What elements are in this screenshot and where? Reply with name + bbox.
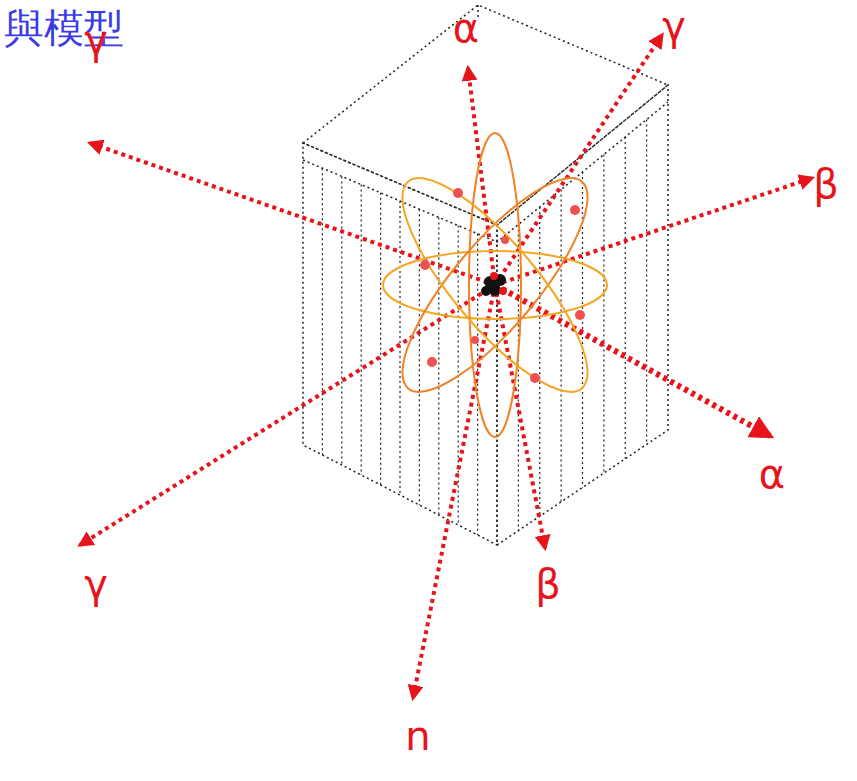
radiation-label: β bbox=[535, 564, 561, 604]
crystal-box bbox=[303, 5, 668, 545]
electron-orbits bbox=[376, 133, 614, 437]
radiation-label: γ bbox=[84, 20, 108, 60]
radiation-rays bbox=[80, 35, 812, 698]
box-hatching bbox=[322, 120, 646, 536]
radiation-label: γ bbox=[84, 564, 108, 604]
radiation-label: γ bbox=[662, 6, 686, 46]
nucleus bbox=[481, 272, 507, 296]
radiation-label: β bbox=[813, 164, 839, 204]
radiation-label: α bbox=[759, 454, 785, 494]
radiation-label: n bbox=[405, 716, 430, 756]
radiation-label: α bbox=[453, 8, 479, 48]
electrons bbox=[420, 188, 585, 383]
